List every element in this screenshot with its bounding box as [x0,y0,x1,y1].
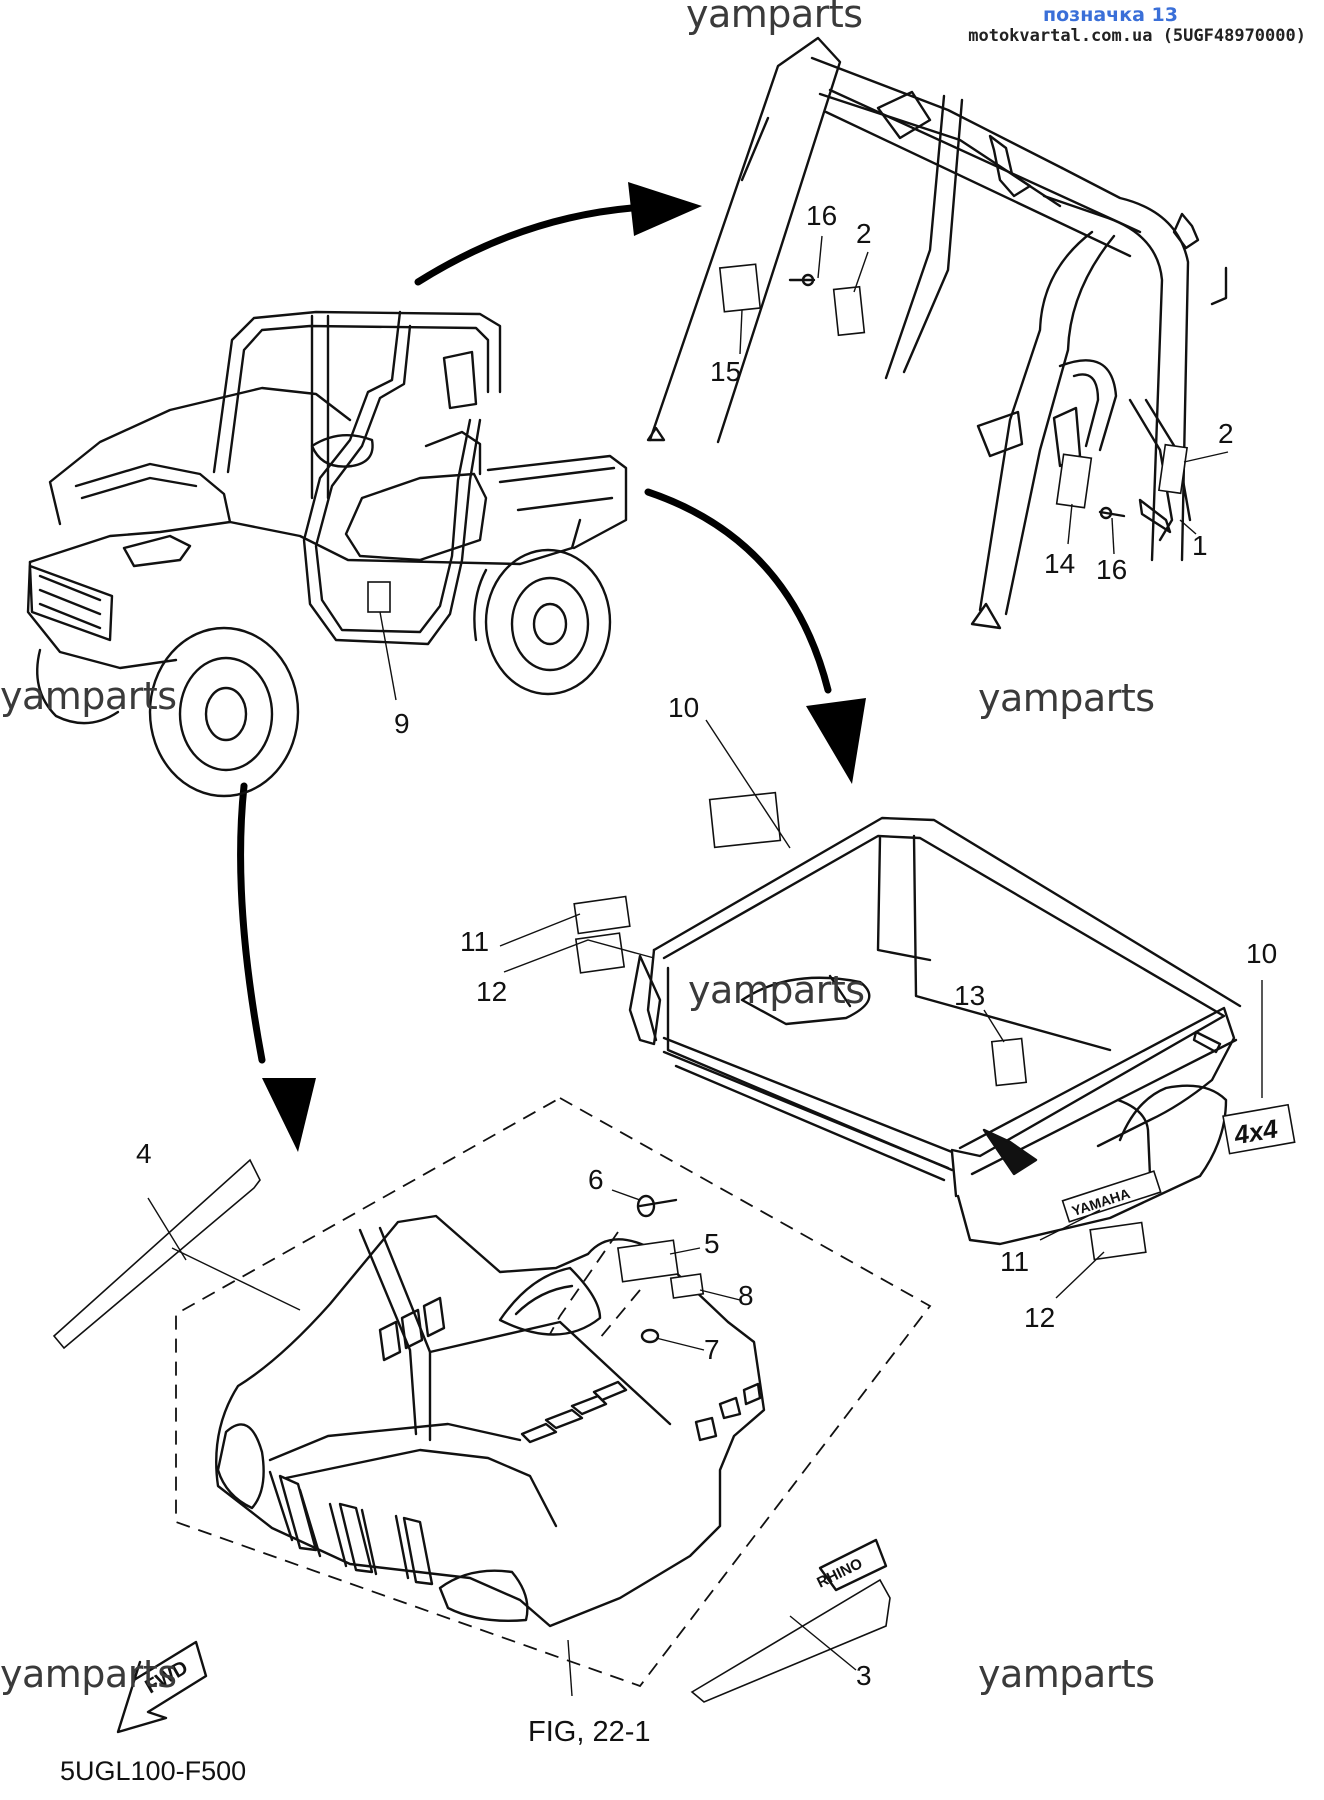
decal-label-2-upper [832,285,866,337]
watermark: yamparts [978,676,1155,720]
decal-label-12-left [574,932,626,974]
callout-16-lower: 16 [1096,554,1128,585]
part-6-fastener [636,1194,678,1218]
leader-6 [611,1189,641,1201]
decal-label-12-right [1089,1221,1147,1261]
callout-5: 5 [704,1228,720,1259]
decal-label-10-top [708,791,782,849]
callout-13: 13 [954,980,986,1011]
leader-2-lower [1183,451,1229,463]
leader-11-left [499,913,581,947]
utv-vehicle-illustration [26,310,628,798]
callout-2-lower: 2 [1218,418,1234,449]
decal-label-15 [718,263,762,313]
callout-9: 9 [394,708,410,739]
callout-8: 8 [738,1280,754,1311]
leader-4b [171,1247,301,1311]
designation-label: позначка 13 [1043,4,1178,26]
leader-15 [739,309,743,355]
callout-11-left: 11 [460,926,490,957]
flow-arrow-to-hood [237,782,316,1152]
leader-5 [669,1247,701,1255]
decal-label-8 [669,1273,705,1299]
source-reference: motokvartal.com.ua (5UGF48970000) [968,26,1306,46]
leader-16-upper [817,235,823,279]
hood-assembly-boundary [175,1096,932,1688]
watermark: yamparts [686,0,863,36]
leader-4 [147,1197,187,1261]
hood-part-guide [549,1231,641,1339]
leader-2-upper [853,251,869,293]
callout-1: 1 [1192,530,1208,561]
hood-side-decal-4 [52,1158,261,1350]
leader-16-lower [1111,517,1115,555]
watermark: yamparts [0,1652,177,1696]
leader-fig [567,1639,573,1697]
leader-3 [789,1615,857,1671]
callout-12-right: 12 [1024,1302,1056,1333]
flow-arrow-to-roll-cage [414,182,702,286]
leader-12-left [503,939,655,973]
leader-13 [983,1009,1005,1043]
leader-12-right [1055,1251,1105,1299]
decal-label-9 [367,581,391,613]
decal-label-13 [990,1037,1028,1087]
callout-7: 7 [704,1334,720,1365]
leader-9 [379,611,397,701]
callout-16-upper: 16 [806,200,838,231]
callout-10-right: 10 [1246,938,1278,969]
callout-6: 6 [588,1164,604,1195]
flow-arrow-to-cargo-bed [644,488,866,784]
clip-16-lower [1098,506,1126,520]
callout-14: 14 [1044,548,1076,579]
watermark: yamparts [688,968,865,1012]
decal-label-2-lower [1158,443,1188,495]
leader-8 [699,1289,741,1301]
callout-2-upper: 2 [856,218,872,249]
callout-12-left: 12 [476,976,508,1007]
leader-1 [1179,519,1197,535]
clip-16-upper [788,273,816,287]
decal-badge-4x4: 4x4 [1222,1103,1296,1155]
hood-illustration [215,1214,766,1628]
decal-brand-yamaha: YAMAHA [1061,1170,1162,1223]
callout-4: 4 [136,1138,152,1169]
callout-3: 3 [856,1660,872,1691]
figure-number: FIG, 22-1 [528,1716,651,1748]
decal-label-5 [617,1239,679,1283]
leader-10-top [705,719,791,849]
watermark: yamparts [0,674,177,718]
callout-11-right: 11 [1000,1246,1030,1277]
cargo-bed-illustration [628,816,1242,1246]
model-rhino-text: RHINO [814,1555,865,1592]
leader-14 [1067,503,1073,545]
leader-7 [655,1337,705,1351]
callout-15: 15 [710,356,742,387]
diagram-code: 5UGL100-F500 [60,1756,247,1786]
leader-11-right [1039,1209,1101,1241]
callout-10-top: 10 [668,692,700,723]
part-7-grommet [640,1328,660,1344]
watermark: yamparts [978,1652,1155,1696]
decal-label-11-left [573,895,631,935]
decal-label-14 [1055,453,1093,509]
